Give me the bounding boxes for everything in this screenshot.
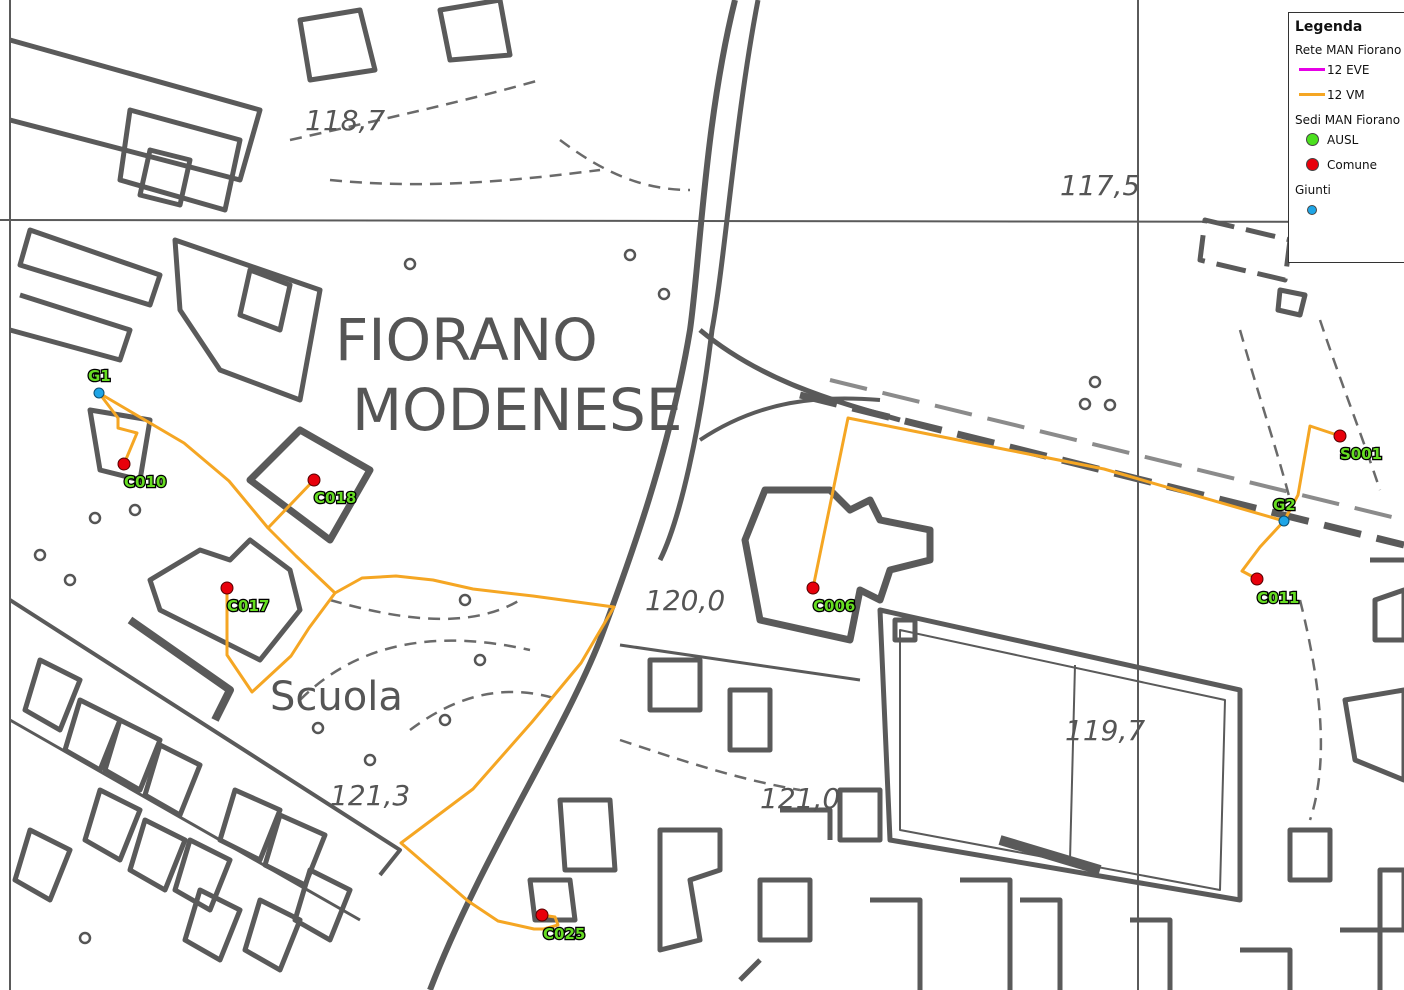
site-label-c018: C018 [314,489,356,507]
junction-points [93,387,1290,527]
legend-group-name: Giunti [1295,183,1331,197]
site-point-c010[interactable] [117,457,131,471]
legend-item-ausl: AUSL [1295,127,1404,152]
legend-item-12-eve: 12 EVE [1295,57,1404,82]
route-school-loop[interactable] [334,574,616,931]
legend-group-junctions: Giunti [1295,183,1404,222]
orange-line-icon [1299,93,1325,96]
green-dot-icon [1306,133,1319,146]
blue-dot-icon [1307,204,1317,215]
site-label-s001: S001 [1340,445,1382,463]
route-g1-c010[interactable] [97,392,139,465]
legend-item-label: Comune [1327,157,1378,172]
elevation-label-3: 120,0 [645,584,725,617]
site-point-c018[interactable] [307,473,321,487]
town-name-line1: FIORANO [335,306,598,374]
contour-lines [289,78,1382,821]
elevation-label-2: 117,5 [1060,169,1140,202]
site-label-c025: C025 [543,925,585,943]
site-label-c010: C010 [124,473,166,491]
site-label-c011: C011 [1257,589,1299,607]
elevation-label-1: 118,7 [305,104,385,137]
legend-item-comune: Comune [1295,152,1404,177]
legend-item-label: AUSL [1327,132,1359,147]
site-point-s001[interactable] [1333,429,1347,443]
site-point-c011[interactable] [1250,572,1264,586]
junction-point-g1[interactable] [93,387,105,399]
elevation-label-6: 119,7 [1065,714,1145,747]
legend-title: Legenda [1295,19,1363,35]
magenta-line-icon [1299,68,1325,71]
school-label: Scuola [270,674,403,720]
site-point-c017[interactable] [220,581,234,595]
route-c017[interactable] [225,588,337,694]
elevation-label-4: 121,3 [330,779,410,812]
site-points [117,429,1347,922]
legend-item-label: 12 VM [1327,87,1365,102]
legend-item-giunto [1295,197,1404,222]
route-g2-c011[interactable] [1240,519,1286,581]
basemap-text: FIORANO MODENESE Scuola 118,7 117,5 120,… [270,104,1145,815]
legend-item-12-vm: 12 VM [1295,82,1404,107]
red-dot-icon [1306,158,1319,171]
tree-symbols [33,248,1117,945]
route-g2-s001[interactable] [1282,424,1341,522]
point-labels: G1 G2 C010 C018 C017 C006 C011 S001 C025 [87,366,1384,945]
site-label-c006: C006 [813,597,855,615]
route-g1-main[interactable] [98,391,337,595]
legend-group-name: Rete MAN Fiorano [1295,43,1402,57]
map-legend: Legenda Rete MAN Fiorano 12 EVE 12 VM Se… [1288,12,1404,263]
legend-group-sites: Sedi MAN Fiorano AUSL Comune [1295,113,1404,177]
route-c018[interactable] [266,478,316,530]
man-network-routes [97,391,1341,931]
junction-label-g1: G1 [88,367,111,385]
town-name-line2: MODENESE [352,376,683,444]
junction-label-g2: G2 [1273,496,1296,514]
site-label-c017: C017 [227,597,269,615]
legend-group-name: Sedi MAN Fiorano [1295,113,1401,127]
site-point-c006[interactable] [806,581,820,595]
elevation-label-5: 121,0 [760,782,840,815]
junction-point-g2[interactable] [1278,515,1290,527]
route-c006-g2[interactable] [811,416,1285,589]
site-point-c025[interactable] [535,908,549,922]
legend-group-network: Rete MAN Fiorano 12 EVE 12 VM [1295,43,1404,107]
legend-item-label: 12 EVE [1327,62,1370,77]
